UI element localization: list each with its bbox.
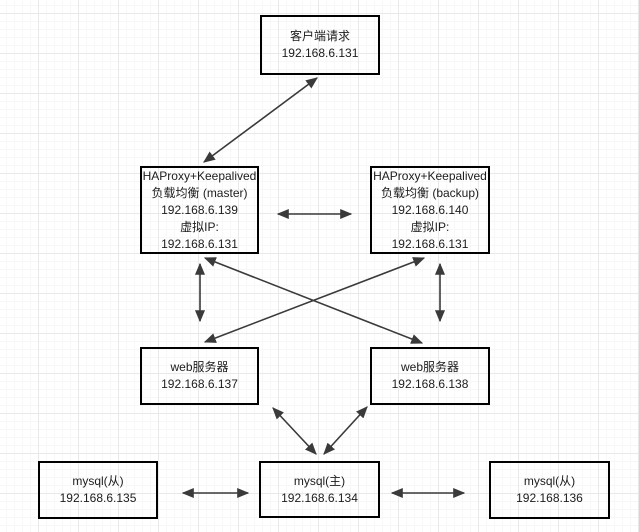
node-haproxy-master-vip: 192.168.6.131 xyxy=(161,236,238,251)
node-web-server-1: web服务器 192.168.6.137 xyxy=(140,347,259,405)
node-mysql-slave-1-ip: 192.168.6.135 xyxy=(59,491,137,505)
node-web-server-2-ip: 192.168.6.138 xyxy=(391,377,469,391)
node-web-server-2-title: web服务器 xyxy=(400,360,459,374)
node-haproxy-backup-role: 负载均衡 (backup) xyxy=(380,185,480,200)
node-mysql-slave-1: mysql(从) 192.168.6.135 xyxy=(38,461,158,519)
node-client-title: 客户端请求 xyxy=(289,29,350,43)
node-mysql-master-title: mysql(主) xyxy=(293,473,346,488)
node-web-server-1-ip: 192.168.6.137 xyxy=(161,377,238,391)
node-haproxy-backup-ip: 192.168.6.140 xyxy=(391,202,469,217)
node-haproxy-master-title: HAProxy+Keepalived xyxy=(142,168,257,183)
node-haproxy-backup-vip-label: 虚拟IP: xyxy=(410,219,450,234)
node-client-ip: 192.168.6.131 xyxy=(281,46,359,60)
node-haproxy-master: HAProxy+Keepalived 负载均衡 (master) 192.168… xyxy=(140,166,259,254)
node-mysql-slave-1-title: mysql(从) xyxy=(72,474,124,488)
node-mysql-master: mysql(主) 192.168.6.134 xyxy=(259,461,380,518)
edge-haproxy-master--web-server-2 xyxy=(203,257,424,344)
node-haproxy-master-ip: 192.168.6.139 xyxy=(161,202,238,217)
node-web-server-1-title: web服务器 xyxy=(170,360,229,374)
node-mysql-master-ip: 192.168.6.134 xyxy=(281,490,358,505)
edge-haproxy-backup--web-server-1 xyxy=(203,257,426,343)
node-mysql-slave-2-ip: 192.168.136 xyxy=(516,491,583,505)
edge-web-server-1--mysql-master xyxy=(272,407,317,455)
node-haproxy-master-vip-label: 虚拟IP: xyxy=(180,219,219,234)
edge-client--haproxy-master xyxy=(203,77,318,163)
edge-web-server-2--mysql-master xyxy=(323,406,368,455)
node-haproxy-backup-vip: 192.168.6.131 xyxy=(391,236,469,251)
node-web-server-2: web服务器 192.168.6.138 xyxy=(370,347,490,405)
node-haproxy-master-role: 负载均衡 (master) xyxy=(151,185,248,200)
node-client-request: 客户端请求 192.168.6.131 xyxy=(260,15,380,75)
node-haproxy-backup: HAProxy+Keepalived 负载均衡 (backup) 192.168… xyxy=(370,166,490,254)
node-mysql-slave-2: mysql(从) 192.168.136 xyxy=(489,461,610,519)
node-haproxy-backup-title: HAProxy+Keepalived xyxy=(373,168,487,183)
node-mysql-slave-2-title: mysql(从) xyxy=(523,474,576,488)
